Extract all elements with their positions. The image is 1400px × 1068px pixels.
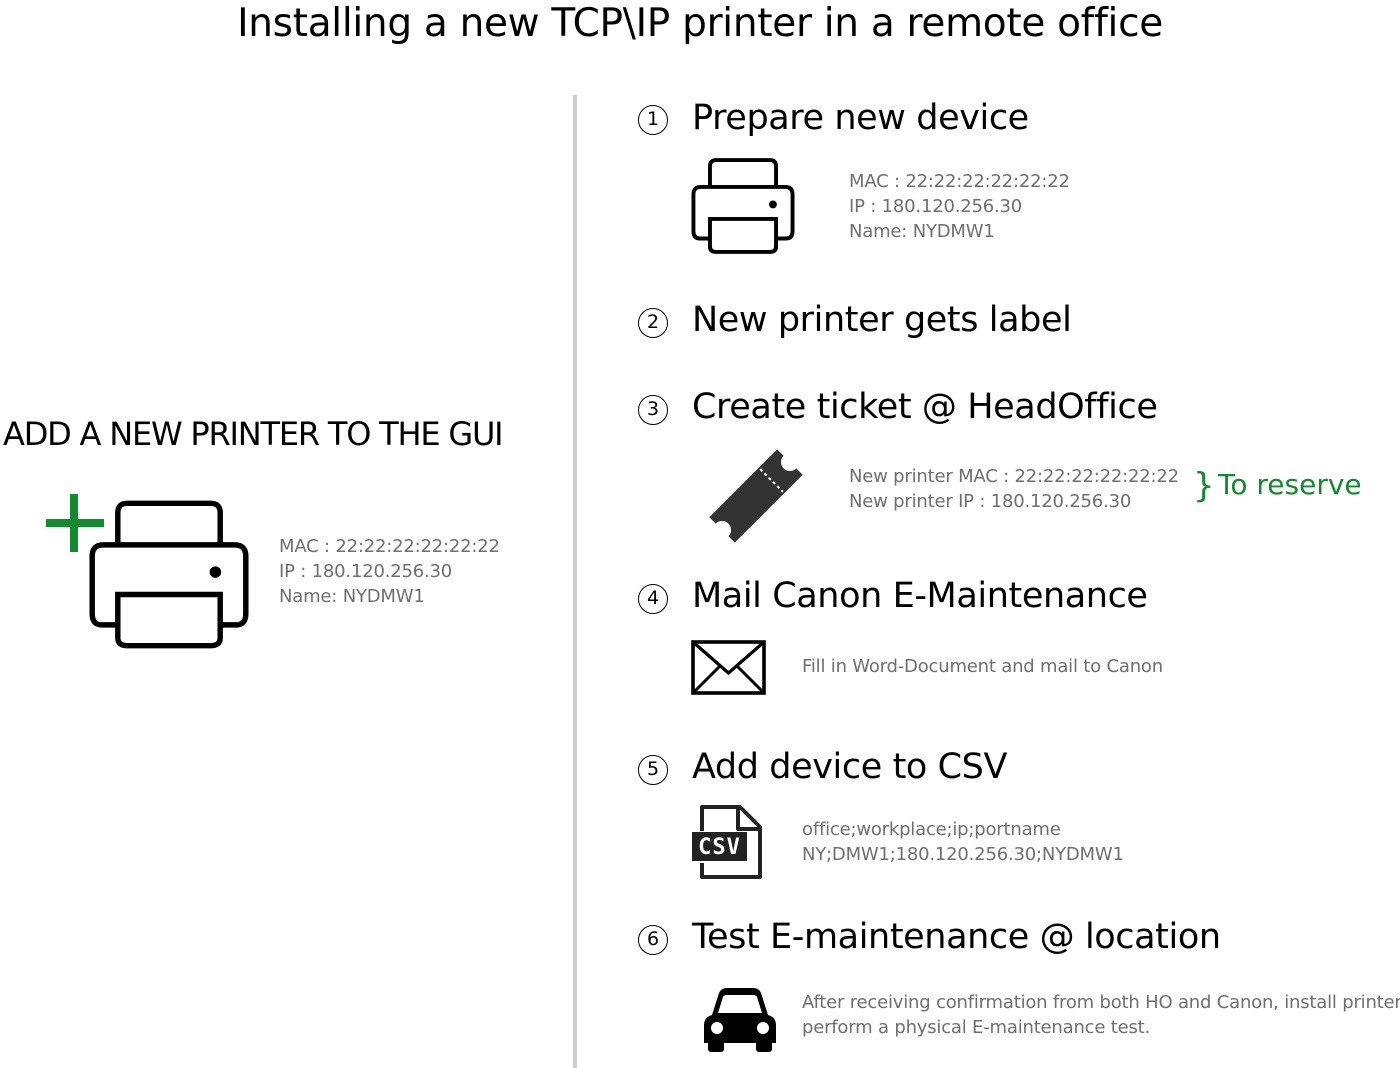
csv-file-icon xyxy=(690,803,764,881)
step-6-details: After receiving confirmation from both H… xyxy=(802,990,1400,1040)
mac-text: New printer MAC : 22:22:22:22:22:22 xyxy=(849,466,1179,487)
car-icon xyxy=(702,985,778,1053)
step-3-number: 3 xyxy=(638,395,668,425)
ip-text: IP : 180.120.256.30 xyxy=(279,561,453,582)
ip-text: New printer IP : 180.120.256.30 xyxy=(849,491,1132,512)
envelope-icon xyxy=(691,640,766,695)
step-3-title: Create ticket @ HeadOffice xyxy=(692,387,1158,427)
step-4-title: Mail Canon E-Maintenance xyxy=(692,576,1148,616)
left-heading: ADD A NEW PRINTER TO THE GUI xyxy=(3,415,504,453)
mail-instruction-text: Fill in Word-Document and mail to Canon xyxy=(802,656,1163,677)
csv-icon-label: CSV xyxy=(698,835,741,860)
brace-icon: } xyxy=(1193,466,1215,506)
divider xyxy=(573,95,577,1068)
step-5-title: Add device to CSV xyxy=(692,747,1008,787)
step-5-details: office;workplace;ip;portname NY;DMW1;180… xyxy=(802,817,1124,867)
step-5-number: 5 xyxy=(638,755,668,785)
step-6-number: 6 xyxy=(638,925,668,955)
csv-header-text: office;workplace;ip;portname xyxy=(802,819,1061,840)
plus-icon xyxy=(46,494,104,552)
step-2-title: New printer gets label xyxy=(692,300,1072,340)
step-1-details: MAC : 22:22:22:22:22:22 IP : 180.120.256… xyxy=(849,169,1070,244)
name-text: Name: NYDMW1 xyxy=(279,586,425,607)
left-details: MAC : 22:22:22:22:22:22 IP : 180.120.256… xyxy=(279,534,500,609)
step-3-details: New printer MAC : 22:22:22:22:22:22 New … xyxy=(849,464,1179,514)
test-instruction-line-2: perform a physical E-maintenance test. xyxy=(802,1017,1151,1038)
step-1-title: Prepare new device xyxy=(692,98,1029,138)
step-4-number: 4 xyxy=(638,584,668,614)
ip-text: IP : 180.120.256.30 xyxy=(849,196,1023,217)
csv-row-text: NY;DMW1;180.120.256.30;NYDMW1 xyxy=(802,844,1124,865)
mac-text: MAC : 22:22:22:22:22:22 xyxy=(849,171,1070,192)
mac-text: MAC : 22:22:22:22:22:22 xyxy=(279,536,500,557)
printer-icon xyxy=(89,500,249,649)
name-text: Name: NYDMW1 xyxy=(849,221,995,242)
test-instruction-line-1: After receiving confirmation from both H… xyxy=(802,992,1400,1013)
step-1-number: 1 xyxy=(638,105,668,135)
printer-icon xyxy=(691,158,795,254)
step-6-title: Test E-maintenance @ location xyxy=(692,917,1221,957)
reserve-note: To reserve xyxy=(1218,468,1362,501)
page-title: Installing a new TCP\IP printer in a rem… xyxy=(237,1,1163,46)
ticket-icon xyxy=(704,445,808,547)
step-2-number: 2 xyxy=(638,308,668,338)
step-4-details: Fill in Word-Document and mail to Canon xyxy=(802,654,1163,679)
